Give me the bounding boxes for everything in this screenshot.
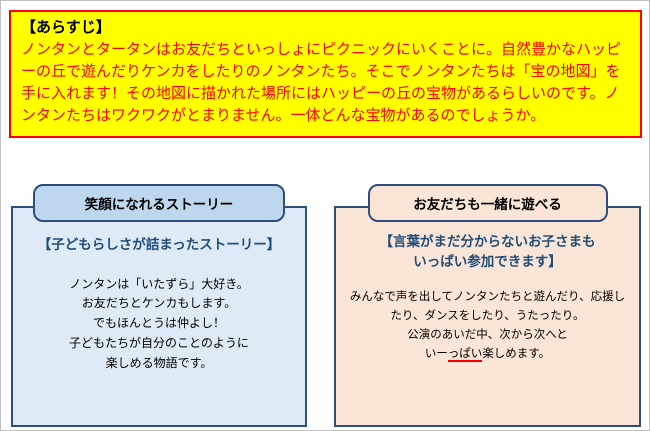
play-card-last-line: いーっぱい楽しめます。 <box>336 345 639 364</box>
play-card-box: 【言葉がまだ分からないお子さまも いっぱい参加できます】 みんなで声を出してノン… <box>334 206 641 427</box>
play-card-body: みんなで声を出してノンタンたちと遊んだり、応援し たり、ダンスをしたり、うたった… <box>336 288 639 364</box>
play-card-line: みんなで声を出してノンタンたちと遊んだり、応援し <box>349 291 626 304</box>
play-card-line: たり、ダンスをしたり、うたったり。 <box>390 310 585 323</box>
play-card-heading: 【言葉がまだ分からないお子さまも いっぱい参加できます】 <box>336 232 639 271</box>
story-card-tab: 笑顔になれるストーリー <box>33 184 285 222</box>
story-card-line: お友だちとケンカもします。 <box>81 296 237 311</box>
play-card-heading-line1: 【言葉がまだ分からないお子さまも <box>379 234 596 249</box>
play-card: お友だちも一緒に遊べる 【言葉がまだ分からないお子さまも いっぱい参加できます】… <box>334 184 641 427</box>
last-line-pre: いー <box>424 348 448 361</box>
story-card-line: 楽しめる物語です。 <box>105 356 213 371</box>
play-card-tab: お友だちも一緒に遊べる <box>367 184 608 222</box>
cards-row: 笑顔になれるストーリー 【子どもらしさが詰まったストーリー】 ノンタンは「いたず… <box>11 184 641 427</box>
synopsis-box: 【あらすじ】 ノンタンとタータンはお友だちといっしょにピクニックにいくことに。自… <box>9 10 642 138</box>
story-card-line: 子どもたちが自分のことのように <box>69 336 249 351</box>
story-card: 笑顔になれるストーリー 【子どもらしさが詰まったストーリー】 ノンタンは「いたず… <box>11 184 307 427</box>
synopsis-title: 【あらすじ】 <box>21 19 111 36</box>
story-card-line: でもほんとうは仲よし！ <box>92 316 225 331</box>
story-card-line: ノンタンは「いたずら」大好き。 <box>69 276 249 291</box>
last-line-emphasis: っぱい <box>447 348 483 363</box>
story-card-body: ノンタンは「いたずら」大好き。 お友だちとケンカもします。 でもほんとうは仲よし… <box>13 275 305 375</box>
play-card-line: 公演のあいだ中、次から次へと <box>407 329 568 342</box>
last-line-post: 楽しめます。 <box>482 348 551 361</box>
synopsis-body: ノンタンとタータンはお友だちといっしょにピクニックにいくことに。自然豊かなハッピ… <box>21 40 622 124</box>
story-card-heading: 【子どもらしさが詰まったストーリー】 <box>37 237 281 252</box>
play-card-heading-line2: いっぱい参加できます】 <box>413 253 562 269</box>
story-card-box: 【子どもらしさが詰まったストーリー】 ノンタンは「いたずら」大好き。 お友だちと… <box>11 206 307 427</box>
